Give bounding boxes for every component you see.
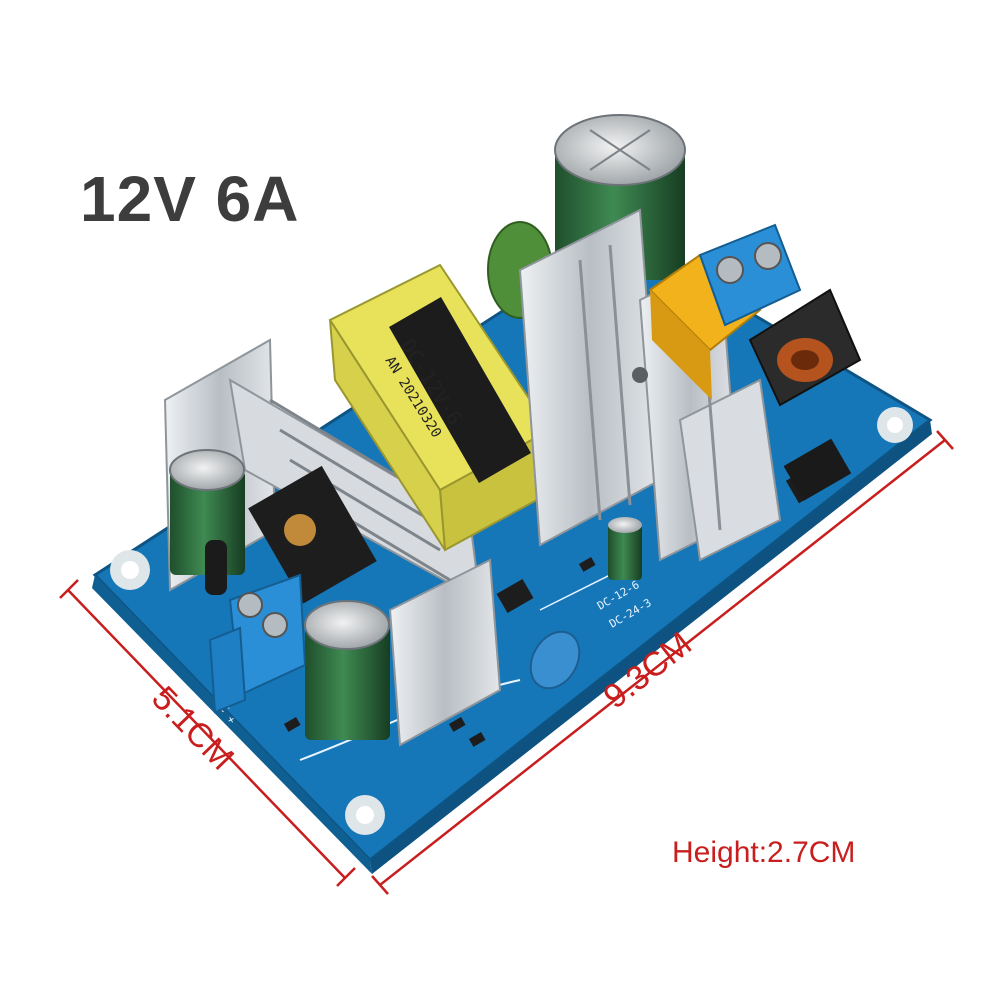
output-capacitor [304, 600, 390, 740]
right-heatsink [518, 208, 782, 562]
bridge-rectifier [783, 438, 852, 501]
power-transistor [248, 465, 377, 604]
transformer: DC-12V-6 AN 20210320 [328, 263, 557, 552]
small-capacitor [608, 517, 642, 580]
mounting-hole [877, 407, 913, 443]
product-title: 12V 6A [80, 163, 300, 235]
dc-output-terminal [208, 573, 307, 714]
left-capacitor [169, 449, 245, 595]
ac-input-terminal [698, 223, 802, 327]
mounting-hole [110, 550, 150, 590]
x2-capacitor [648, 253, 762, 400]
mounting-hole [345, 795, 385, 835]
height-label: Height:2.7CM [672, 836, 856, 869]
common-mode-choke [748, 288, 862, 407]
y-capacitor [529, 630, 581, 690]
